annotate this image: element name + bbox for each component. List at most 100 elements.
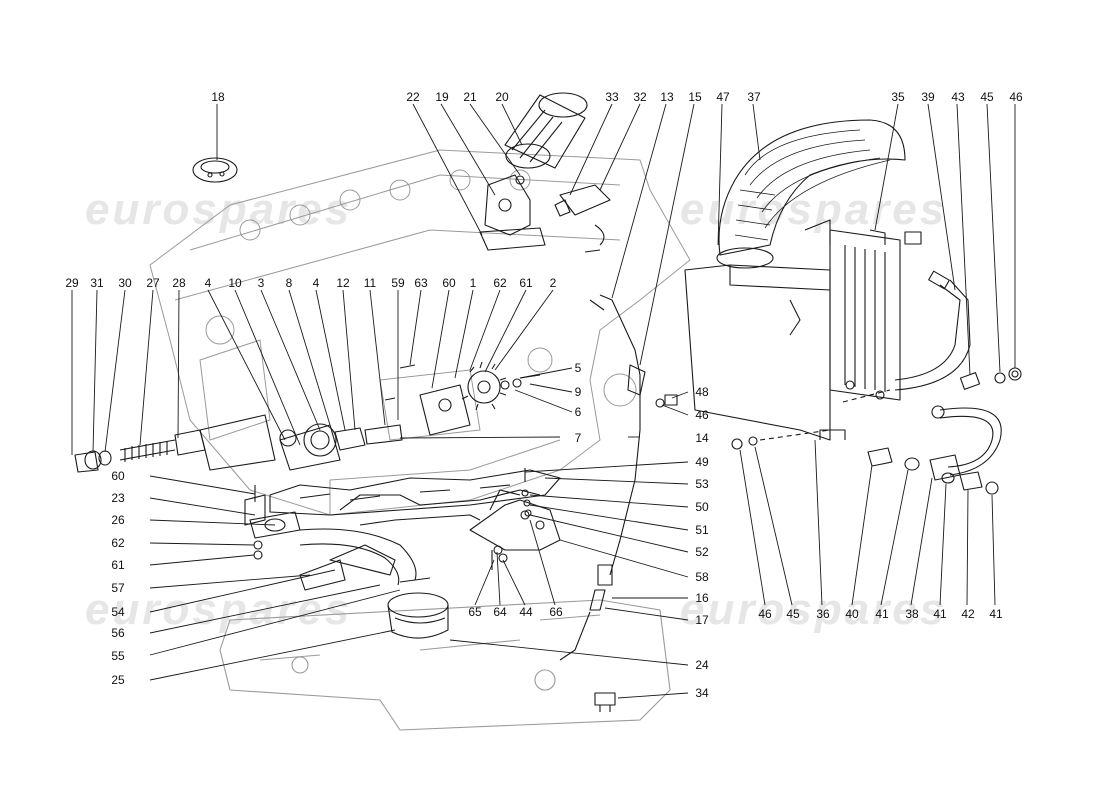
cooler-pipe xyxy=(894,270,971,391)
callout-label: 45 xyxy=(980,90,994,104)
callout-label: 51 xyxy=(695,523,709,537)
callout-label: 1 xyxy=(469,276,477,290)
cooler-shroud xyxy=(684,264,846,441)
callout-label: 31 xyxy=(90,276,104,290)
callout-label: 29 xyxy=(65,276,79,290)
oil-pickup-assembly xyxy=(244,489,541,639)
callout-label: 22 xyxy=(406,90,420,104)
callout-label: 3 xyxy=(257,276,265,290)
callout-label: 44 xyxy=(519,605,533,619)
callout-label: 53 xyxy=(695,477,709,491)
callout-label: 55 xyxy=(111,649,125,663)
baffle-plate xyxy=(269,469,561,516)
callout-label: 34 xyxy=(695,686,709,700)
braided-hose xyxy=(929,405,1002,481)
callout-label: 46 xyxy=(695,408,709,422)
callout-label: 41 xyxy=(933,607,947,621)
callout-label: 64 xyxy=(493,605,507,619)
watermark-top-right: eurospares xyxy=(680,185,948,234)
callout-label: 46 xyxy=(758,607,772,621)
callout-label: 2 xyxy=(549,276,557,290)
callout-label: 26 xyxy=(111,513,125,527)
callout-label: 41 xyxy=(989,607,1003,621)
callout-label: 47 xyxy=(716,90,730,104)
callout-label: 20 xyxy=(495,90,509,104)
callout-label: 45 xyxy=(786,607,800,621)
callout-label: 50 xyxy=(695,500,709,514)
callout-label: 10 xyxy=(228,276,242,290)
engine-block xyxy=(149,149,691,516)
callout-label: 9 xyxy=(574,385,582,399)
callout-label: 35 xyxy=(891,90,905,104)
fittings-lower xyxy=(867,447,999,495)
leader-lines xyxy=(71,103,1016,699)
callout-label: 23 xyxy=(111,491,125,505)
callout-label: 60 xyxy=(111,469,125,483)
callout-label: 28 xyxy=(172,276,186,290)
callout-label: 43 xyxy=(951,90,965,104)
pickup-bracket xyxy=(469,489,561,551)
callout-label: 15 xyxy=(688,90,702,104)
callout-label: 46 xyxy=(1009,90,1023,104)
callout-label: 8 xyxy=(285,276,293,290)
callout-label: 61 xyxy=(519,276,533,290)
oil-cooler xyxy=(804,219,901,401)
callout-label: 49 xyxy=(695,455,709,469)
callout-label: 39 xyxy=(921,90,935,104)
dipstick xyxy=(559,294,646,661)
callout-label: 52 xyxy=(695,545,709,559)
callout-label: 62 xyxy=(493,276,507,290)
callout-label: 37 xyxy=(747,90,761,104)
oil-sump xyxy=(219,599,671,731)
callout-label: 17 xyxy=(695,613,709,627)
callout-label: 54 xyxy=(111,605,125,619)
callout-label: 48 xyxy=(695,385,709,399)
callout-label: 7 xyxy=(574,431,582,445)
callout-label: 56 xyxy=(111,626,125,640)
callout-label: 18 xyxy=(211,90,225,104)
watermark-bottom-left: eurospares xyxy=(85,585,353,634)
fittings-right xyxy=(904,231,1022,390)
pressure-switch xyxy=(554,184,611,253)
callout-label: 59 xyxy=(391,276,405,290)
callout-label: 4 xyxy=(312,276,320,290)
callout-label: 65 xyxy=(468,605,482,619)
oil-pump xyxy=(74,361,541,473)
callout-label: 12 xyxy=(336,276,350,290)
callout-label: 13 xyxy=(660,90,674,104)
callout-label: 11 xyxy=(363,276,377,290)
callout-label: 38 xyxy=(905,607,919,621)
callout-label: 41 xyxy=(875,607,889,621)
callout-label: 61 xyxy=(111,558,125,572)
callout-label: 14 xyxy=(695,431,709,445)
callout-label: 24 xyxy=(695,658,709,672)
callout-label: 30 xyxy=(118,276,132,290)
callout-label: 19 xyxy=(435,90,449,104)
callout-label: 57 xyxy=(111,581,125,595)
callout-label: 36 xyxy=(816,607,830,621)
filter-housing xyxy=(479,174,546,251)
callout-label: 6 xyxy=(574,405,582,419)
air-intake-hose xyxy=(716,119,906,269)
fittings-mid xyxy=(655,394,678,408)
callout-label: 32 xyxy=(633,90,647,104)
callout-label: 66 xyxy=(549,605,563,619)
callout-label: 25 xyxy=(111,673,125,687)
callout-label: 4 xyxy=(204,276,212,290)
callout-label: 62 xyxy=(111,536,125,550)
watermark-top-left: eurospares xyxy=(85,185,353,234)
oil-temp-sender xyxy=(594,692,616,712)
callout-label: 21 xyxy=(463,90,477,104)
callout-label: 63 xyxy=(414,276,428,290)
callout-label: 60 xyxy=(442,276,456,290)
washers-lower xyxy=(731,389,891,450)
studs-washers xyxy=(253,468,532,570)
oil-filter xyxy=(504,92,588,169)
callout-label: 58 xyxy=(695,570,709,584)
callout-label: 27 xyxy=(146,276,160,290)
watermark-bottom-right: eurospares xyxy=(680,585,948,634)
callout-label: 16 xyxy=(695,591,709,605)
callout-label: 40 xyxy=(845,607,859,621)
